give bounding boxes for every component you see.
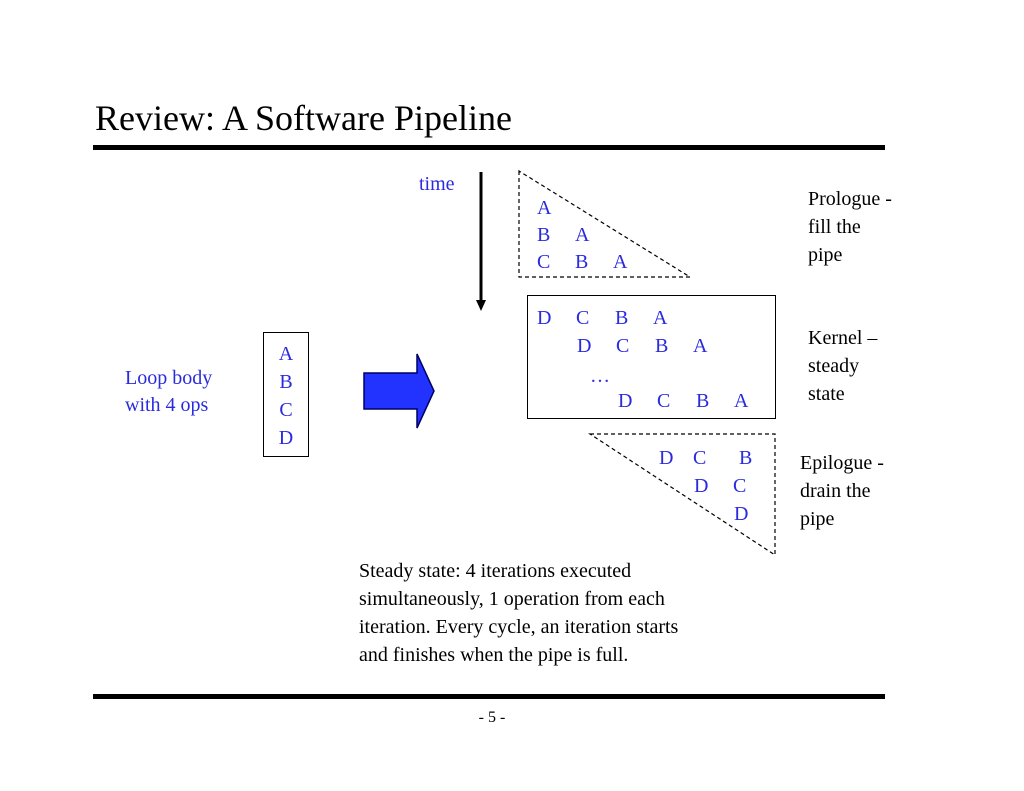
prologue-triangle (518, 169, 693, 278)
kernel-label-line3: state (808, 383, 845, 405)
kernel-op: C (616, 335, 630, 357)
loop-op-d: D (278, 427, 294, 449)
prologue-label-line3: pipe (808, 244, 843, 266)
prologue-op: A (575, 224, 590, 246)
caption-line-2: simultaneously, 1 operation from each (359, 588, 665, 610)
loop-op-a: A (278, 343, 294, 365)
prologue-row-1: A (537, 194, 551, 222)
epilogue-op: C (693, 447, 707, 469)
caption-line-1: Steady state: 4 iterations executed (359, 560, 632, 582)
kernel-op: B (696, 390, 710, 412)
title-rule (93, 145, 885, 150)
slide-title: Review: A Software Pipeline (95, 98, 512, 138)
epilogue-op: D (659, 447, 674, 469)
epilogue-op: D (694, 475, 709, 497)
loop-op-c: C (279, 399, 293, 421)
caption-line-4: and finishes when the pipe is full. (359, 644, 629, 666)
prologue-label-line1: Prologue - (808, 188, 892, 210)
kernel-label-line1: Kernel – (808, 327, 878, 349)
prologue-op: B (537, 224, 551, 246)
kernel-op: B (655, 335, 669, 357)
loop-op-b: B (279, 371, 293, 393)
epilogue-row-3: D (734, 500, 748, 528)
page-number: - 5 - (478, 709, 506, 726)
kernel-box (527, 295, 776, 419)
epilogue-op: B (739, 447, 753, 469)
prologue-label-line2: fill the (808, 216, 861, 238)
epilogue-op: D (734, 503, 749, 525)
loop-label-line1: Loop body (125, 367, 213, 389)
epilogue-label-line3: pipe (800, 508, 835, 530)
prologue-op: A (537, 197, 552, 219)
kernel-op: A (653, 307, 668, 329)
time-arrow-head (476, 300, 486, 311)
prologue-op: B (575, 251, 589, 273)
loop-ops: A B C D (263, 340, 309, 452)
kernel-op: A (734, 390, 749, 412)
kernel-ellipsis: … (590, 365, 610, 387)
block-arrow (363, 353, 435, 429)
prologue-op: C (537, 251, 551, 273)
epilogue-label-line2: drain the (800, 480, 871, 502)
kernel-op: D (618, 390, 633, 412)
loop-body-box (263, 332, 309, 457)
kernel-op: C (657, 390, 671, 412)
caption-line-3: iteration. Every cycle, an iteration sta… (359, 616, 679, 638)
epilogue-triangle (587, 433, 776, 557)
kernel-op: D (577, 335, 592, 357)
loop-label-line2: with 4 ops (125, 394, 209, 416)
kernel-op: A (693, 335, 708, 357)
kernel-op: D (537, 307, 552, 329)
epilogue-op: C (733, 475, 747, 497)
kernel-op: B (615, 307, 629, 329)
kernel-label-line2: steady (808, 355, 860, 377)
kernel-op: C (576, 307, 590, 329)
time-label: time (419, 173, 455, 195)
footer-rule (93, 694, 885, 699)
prologue-op: A (613, 251, 628, 273)
epilogue-label-line1: Epilogue - (800, 452, 884, 474)
